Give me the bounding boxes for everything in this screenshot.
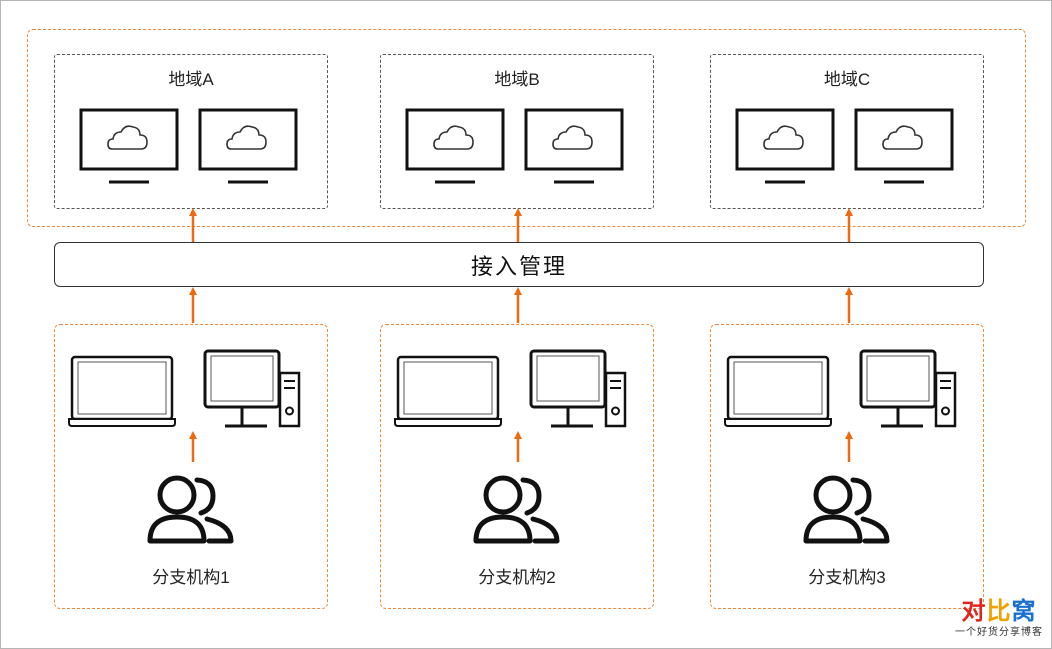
cloud-monitor-icon xyxy=(735,108,835,184)
desktop-computer-icon xyxy=(529,349,627,428)
branch-2-devices xyxy=(394,349,627,544)
users-group-icon xyxy=(147,475,234,544)
branch-1-devices xyxy=(68,349,301,544)
users-group-icon xyxy=(803,475,890,544)
branch-box-3: 分支机构3 xyxy=(710,324,984,609)
region-c-servers xyxy=(735,108,954,184)
laptop-icon xyxy=(394,355,502,427)
cloud-regions-group xyxy=(27,29,1026,227)
desktop-computer-icon xyxy=(203,349,301,428)
branch-box-1: 分支机构1 xyxy=(54,324,328,609)
branch-label: 分支机构1 xyxy=(152,568,230,587)
region-box-b: 地域B xyxy=(380,54,654,209)
branch-label: 分支机构2 xyxy=(478,568,556,587)
cloud-monitor-icon xyxy=(524,108,624,184)
branch-3-devices xyxy=(724,349,957,544)
users-group-icon xyxy=(473,475,560,544)
region-title: 地域B xyxy=(494,70,540,89)
cloud-monitor-icon xyxy=(198,108,298,184)
cloud-monitor-icon xyxy=(854,108,954,184)
watermark-logo: 对比窝 一个好货分享博客 xyxy=(951,598,1047,648)
access-management-bar: 接入管理 xyxy=(54,242,984,287)
cloud-monitor-icon xyxy=(79,108,179,184)
region-title: 地域A xyxy=(168,70,214,89)
laptop-icon xyxy=(724,355,832,427)
cloud-monitor-icon xyxy=(405,108,505,184)
region-b-servers xyxy=(405,108,624,184)
region-title: 地域C xyxy=(823,70,871,89)
branch-box-2: 分支机构2 xyxy=(380,324,654,609)
region-box-c: 地域C xyxy=(710,54,984,209)
region-a-servers xyxy=(79,108,298,184)
branch-label: 分支机构3 xyxy=(808,568,886,587)
region-box-a: 地域A xyxy=(54,54,328,209)
laptop-icon xyxy=(68,355,176,427)
watermark-subtitle: 一个好货分享博客 xyxy=(955,627,1043,638)
access-management-label: 接入管理 xyxy=(470,253,567,279)
watermark-title: 对比窝 xyxy=(961,598,1037,625)
desktop-computer-icon xyxy=(859,349,957,428)
